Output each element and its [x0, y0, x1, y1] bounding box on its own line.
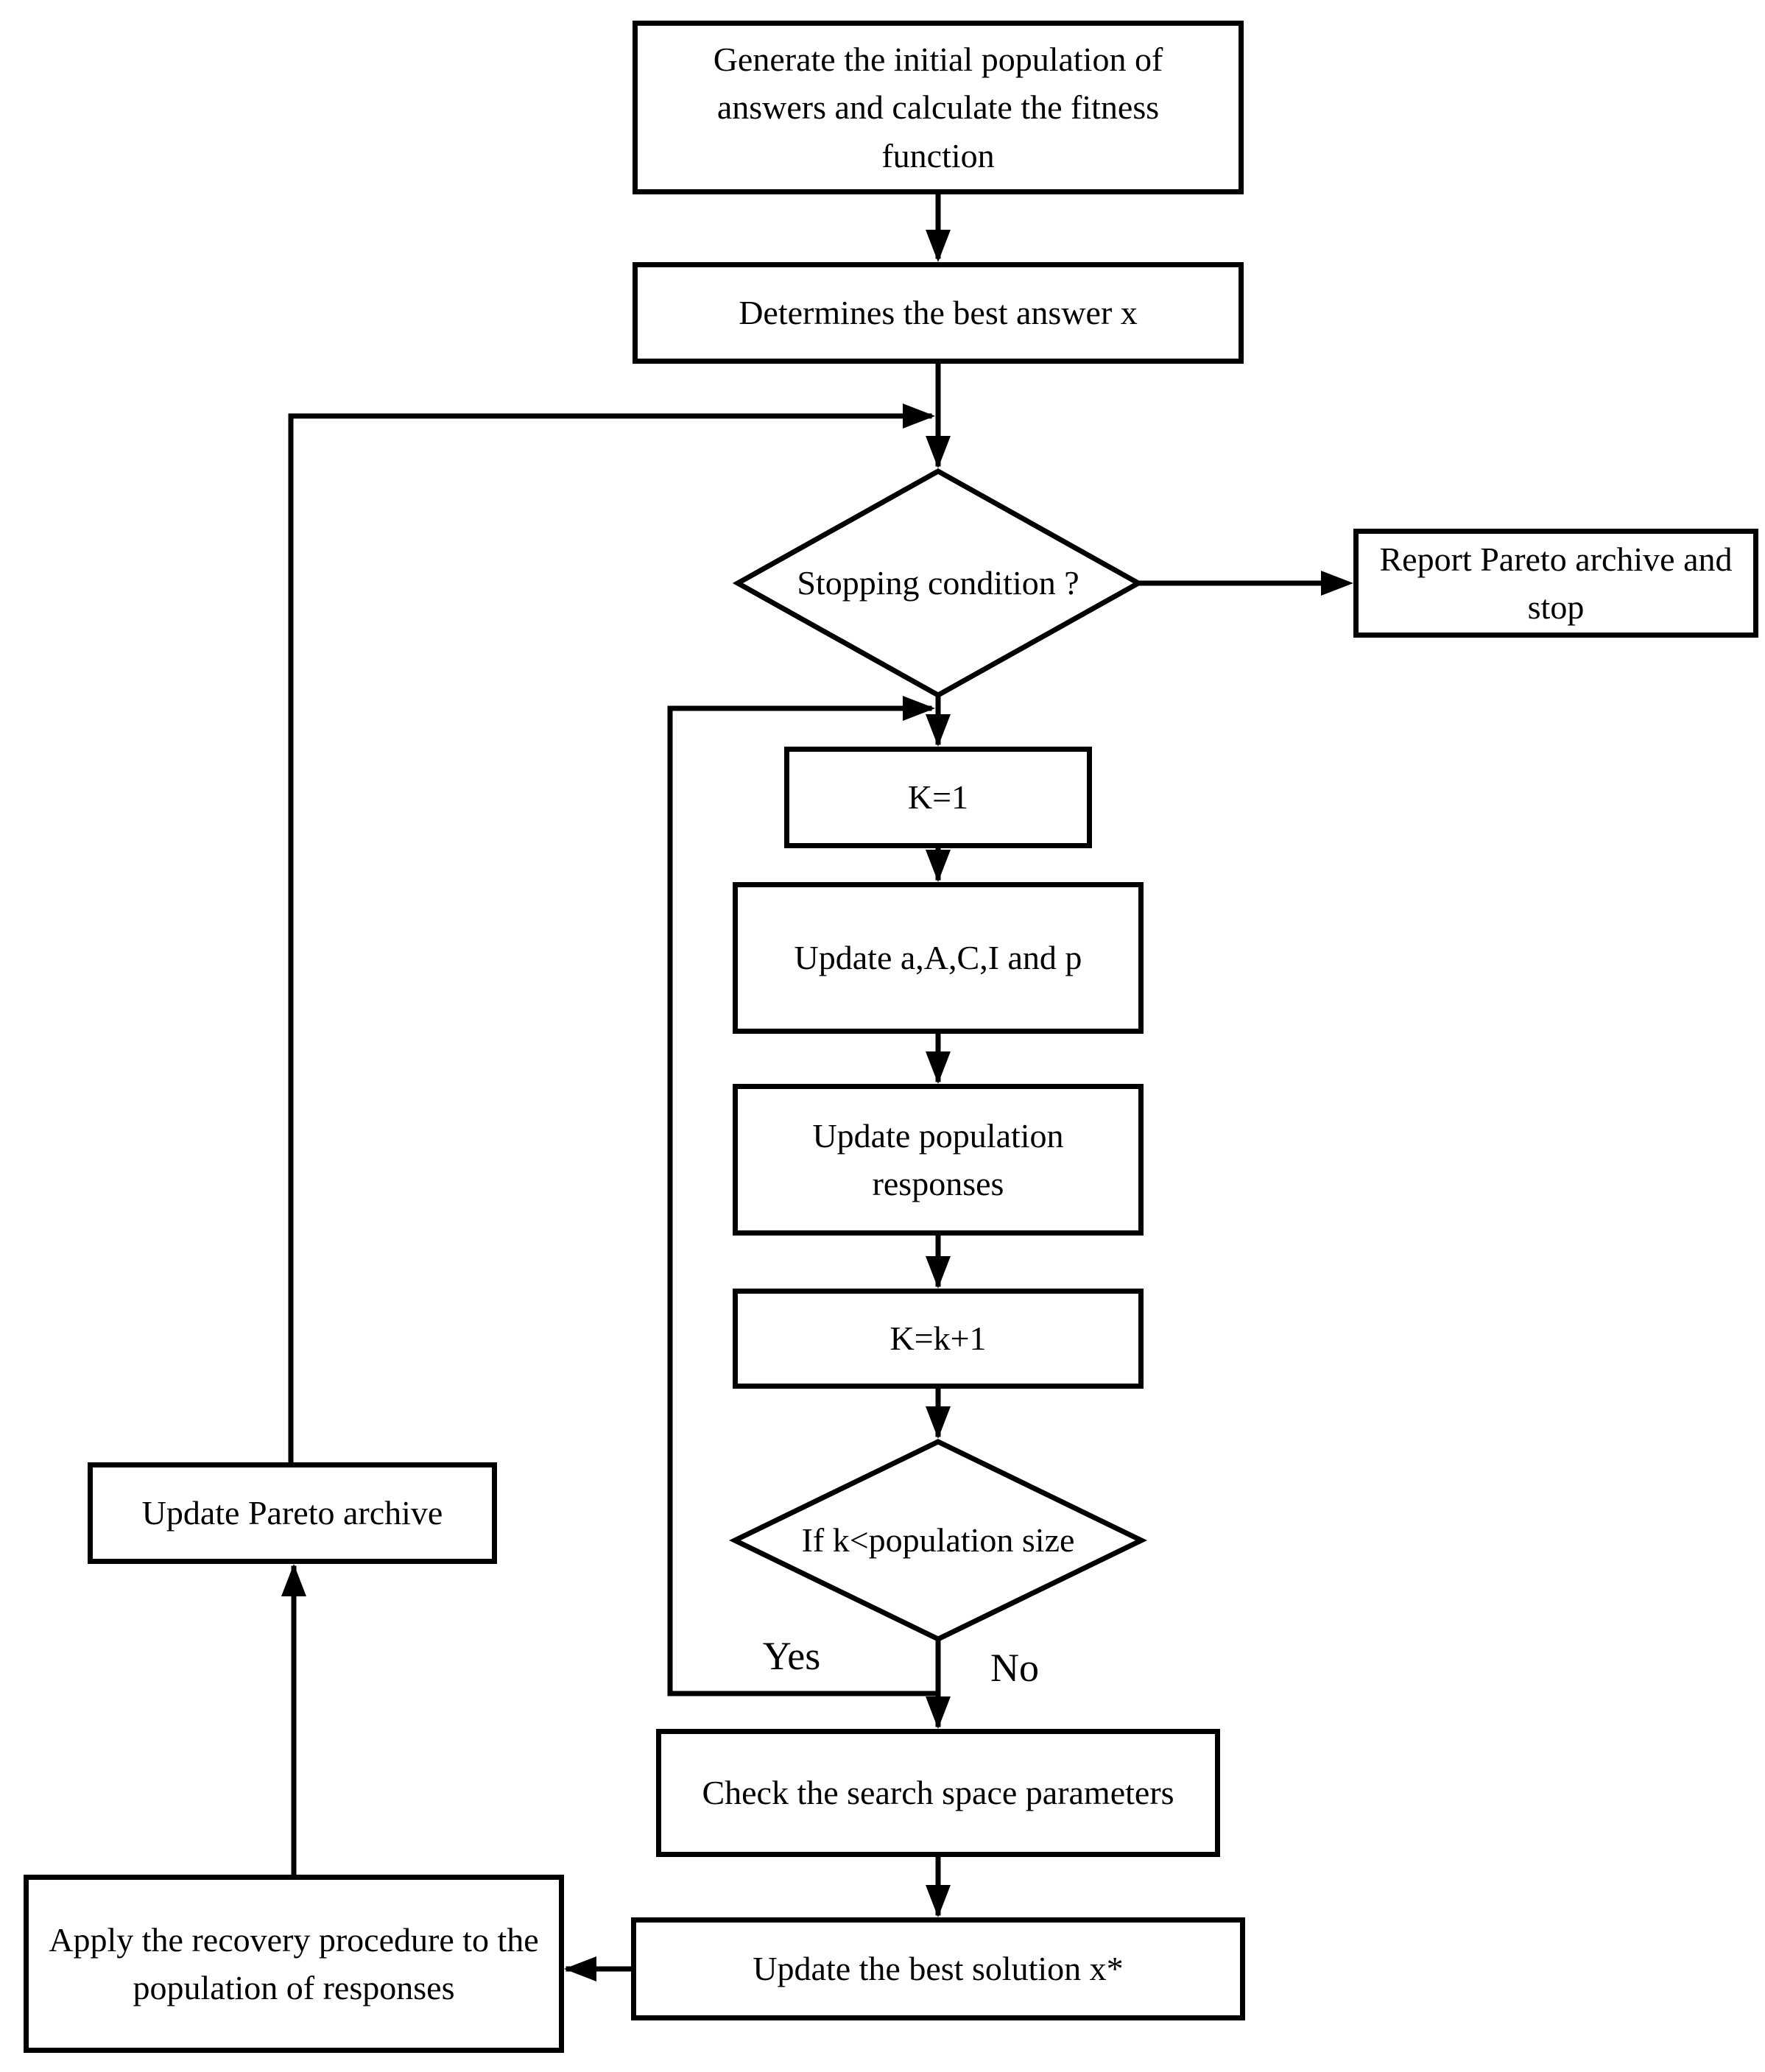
edge-ifk-check-arrowhead: [926, 1696, 951, 1729]
if-k-diamond-outline: [728, 1439, 1148, 1642]
branch-label-no: No: [990, 1646, 1039, 1690]
edge-yes-loop-arrowhead: [903, 696, 935, 721]
node-stopping-condition-label: Stopping condition ?: [797, 564, 1079, 602]
node-update-pareto-archive-label: Update Pareto archive: [141, 1494, 443, 1532]
edge-determine-stopping-arrowhead: [926, 436, 951, 468]
branch-label-yes: Yes: [762, 1634, 821, 1678]
node-update-population-responses: Update population responses: [733, 1084, 1144, 1236]
stopping-condition-diamond-shape: [732, 468, 1144, 699]
node-determine-best-answer-label: Determines the best answer x: [739, 294, 1138, 332]
node-determine-best-answer: Determines the best answer x: [633, 262, 1244, 364]
node-k-equals-1: K=1: [784, 747, 1092, 848]
edge-kk1-ifk-arrowhead: [926, 1406, 951, 1439]
node-generate-initial-population-label: Generate the initial population of answe…: [713, 40, 1163, 175]
node-if-k-less-than-population-label: If k<population size: [801, 1521, 1075, 1560]
node-apply-recovery-procedure: Apply the recovery procedure to the popu…: [24, 1875, 564, 2053]
edge-stopping-k1-arrowhead: [926, 714, 951, 747]
node-update-parameters: Update a,A,C,I and p: [733, 882, 1144, 1034]
if-k-diamond-shape: [728, 1439, 1148, 1642]
node-k-equals-1-label: K=1: [907, 778, 969, 817]
node-update-population-responses-label: Update population responses: [812, 1116, 1064, 1202]
edge-k1-params-arrowhead: [926, 850, 951, 882]
edge-best-recovery-arrowhead: [564, 1956, 596, 1981]
node-generate-initial-population: Generate the initial population of answe…: [633, 21, 1244, 194]
edge-params-pop-arrowhead: [926, 1051, 951, 1084]
node-report-pareto-stop-label: Report Pareto archive and stop: [1379, 540, 1733, 626]
stopping-condition-diamond-outline: [732, 468, 1144, 699]
node-update-best-solution-label: Update the best solution x*: [753, 1950, 1124, 1988]
node-update-pareto-archive: Update Pareto archive: [88, 1462, 497, 1564]
edge-recovery-pareto-arrowhead: [281, 1564, 306, 1596]
node-stopping-condition: Stopping condition ?: [732, 468, 1144, 699]
edge-pareto-loop-arrowhead: [903, 404, 935, 429]
node-k-increment-label: K=k+1: [889, 1319, 987, 1358]
node-update-best-solution: Update the best solution x*: [631, 1917, 1245, 2020]
edge-pop-kk1-arrowhead: [926, 1256, 951, 1289]
node-check-search-space-label: Check the search space parameters: [702, 1774, 1174, 1812]
edge-generate-determine-arrowhead: [926, 230, 951, 262]
node-k-increment: K=k+1: [733, 1289, 1144, 1389]
edge-stopping-report-arrowhead: [1321, 571, 1353, 596]
node-if-k-less-than-population: If k<population size: [728, 1439, 1148, 1642]
edge-check-best-arrowhead: [926, 1885, 951, 1917]
node-report-pareto-stop: Report Pareto archive and stop: [1353, 529, 1758, 638]
node-check-search-space: Check the search space parameters: [656, 1729, 1220, 1857]
node-update-parameters-label: Update a,A,C,I and p: [794, 939, 1082, 977]
node-apply-recovery-procedure-label: Apply the recovery procedure to the popu…: [49, 1920, 539, 2006]
